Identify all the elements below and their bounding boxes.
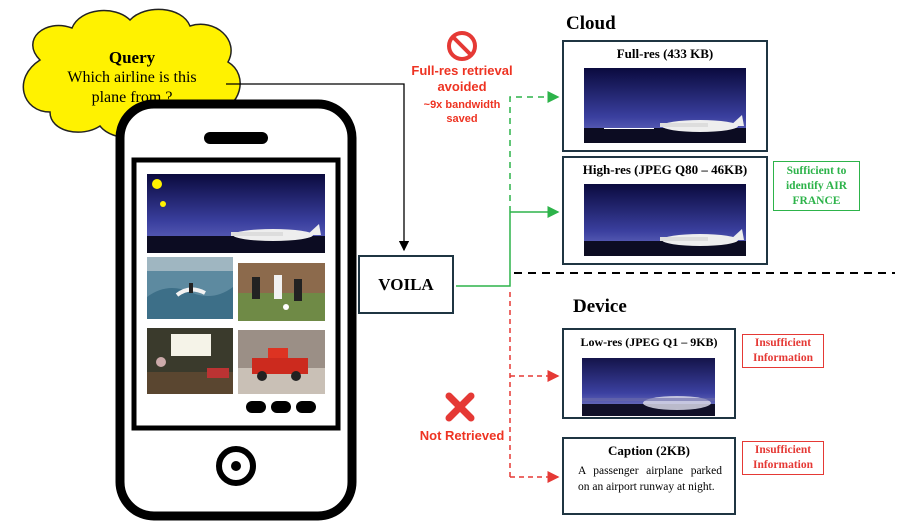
low-res-title: Low-res (JPEG Q1 – 9KB) <box>580 335 718 349</box>
full-res-arrow <box>509 91 560 212</box>
caption-box: Caption (2KB) A passenger airplane parke… <box>562 437 736 515</box>
voila-label: VOILA <box>378 274 434 294</box>
full-res-image <box>584 68 746 143</box>
high-res-box: High-res (JPEG Q80 – 46KB) <box>562 156 768 265</box>
voila-to-cloud-line <box>456 212 511 287</box>
avoided-line-1: Full-res retrieval <box>411 63 513 78</box>
not-retrieved-note: Not Retrieved <box>419 428 505 443</box>
phone-photo-meeting <box>147 328 233 394</box>
caption-title: Caption (2KB) <box>608 443 690 458</box>
insufficient-tag-low-res: Insufficient Information <box>742 334 824 368</box>
low-res-box: Low-res (JPEG Q1 – 9KB) <box>562 328 736 419</box>
device-section-title: Device <box>573 296 627 317</box>
query-bubble: Query Which airline is this plane from ? <box>52 48 212 108</box>
bandwidth-note: ~9x bandwidth saved <box>408 98 516 126</box>
cross-icon <box>445 392 475 422</box>
no-entry-icon <box>447 31 477 61</box>
bandwidth-line-1: ~9x bandwidth <box>423 99 501 111</box>
voila-box: VOILA <box>358 255 454 314</box>
full-res-title: Full-res (433 KB) <box>616 46 714 61</box>
cloud-section-title: Cloud <box>566 13 616 34</box>
full-res-box: Full-res (433 KB) <box>562 40 768 152</box>
query-title: Query <box>108 48 156 67</box>
high-res-image <box>584 184 746 256</box>
query-arrow <box>226 83 410 252</box>
low-res-image <box>582 358 715 416</box>
bandwidth-line-2: saved <box>446 113 478 125</box>
high-res-title: High-res (JPEG Q80 – 46KB) <box>582 162 748 177</box>
avoided-note: Full-res retrieval avoided <box>406 63 518 95</box>
avoided-line-2: avoided <box>437 79 487 94</box>
sufficient-tag: Sufficient to identify AIR FRANCE <box>773 161 860 211</box>
phone-photo-surfer <box>147 257 233 319</box>
phone-photo-firetruck <box>238 330 325 394</box>
insufficient-tag-caption: Insufficient Information <box>742 441 824 475</box>
query-text: Which airline is this plane from ? <box>67 69 197 106</box>
phone-photo-airplane <box>147 174 325 253</box>
phone-photo-soccer <box>238 263 325 321</box>
caption-text: A passenger airplane parked on an airpor… <box>578 465 722 493</box>
